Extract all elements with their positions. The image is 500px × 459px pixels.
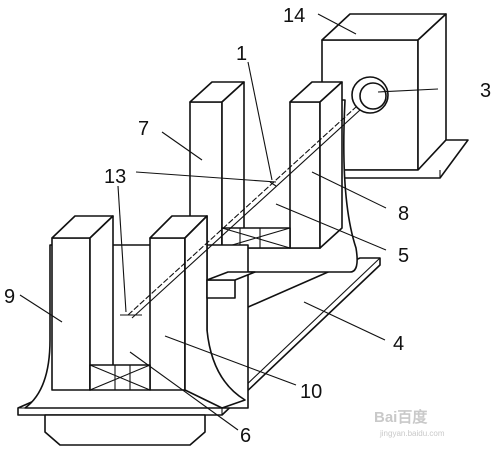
watermark-brand: Bai百度 [374, 408, 428, 426]
watermark-sub: jingyan.baidu.com [379, 429, 445, 438]
part-labels: 14 3 1 7 13 8 5 9 4 10 6 [4, 5, 491, 447]
label-1: 1 [236, 43, 247, 65]
label-10: 10 [300, 381, 322, 403]
guide-rod [120, 106, 361, 319]
front-fork [24, 215, 256, 409]
label-9: 9 [4, 286, 15, 308]
label-6: 6 [240, 425, 251, 447]
rear-fork [189, 81, 358, 273]
label-4: 4 [393, 333, 404, 355]
leader-lines [19, 13, 439, 431]
label-3: 3 [480, 80, 491, 102]
label-13: 13 [104, 166, 126, 188]
label-5: 5 [398, 245, 409, 267]
baidu-watermark: Bai百度 jingyan.baidu.com [374, 408, 445, 438]
lens-3 [351, 76, 389, 114]
label-7: 7 [138, 118, 149, 140]
label-8: 8 [398, 203, 409, 225]
label-14: 14 [283, 5, 305, 27]
